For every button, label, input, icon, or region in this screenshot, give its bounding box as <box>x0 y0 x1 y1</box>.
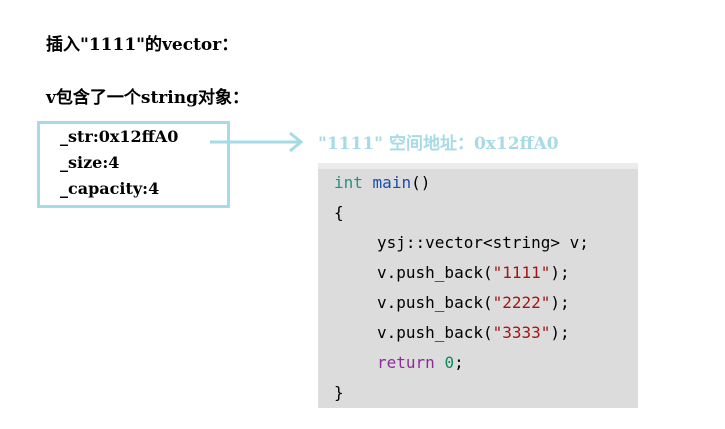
heading-contains-string: v包含了一个string对象： <box>46 88 249 108</box>
push-back-call: v.push_back( <box>377 263 493 282</box>
push-back-end: ); <box>550 323 570 342</box>
size-field: _size:4 <box>60 153 120 172</box>
code-line-push-3: v.push_back("3333"); <box>334 321 570 345</box>
string-literal-3333: "3333" <box>492 323 551 342</box>
code-block: int main() { ysj::vector<string> v; v.pu… <box>318 163 638 408</box>
code-line-return: return 0; <box>334 351 464 375</box>
vector-declaration: ysj::vector<string> v; <box>377 233 589 252</box>
arrow-head <box>289 131 304 153</box>
return-semicolon: ; <box>454 353 464 372</box>
capacity-field: _capacity:4 <box>60 179 160 198</box>
push-back-call: v.push_back( <box>377 323 493 342</box>
code-block-top-strip <box>318 163 638 169</box>
return-keyword: return <box>377 353 435 372</box>
push-back-end: ); <box>550 263 570 282</box>
address-label: "1111" 空间地址：0x12ffA0 <box>318 134 559 154</box>
code-line-open-brace: { <box>334 201 344 225</box>
code-line-close-brace: } <box>334 381 344 405</box>
return-value: 0 <box>444 353 455 372</box>
string-literal-1111: "1111" <box>492 263 551 282</box>
main-parens: () <box>411 173 431 192</box>
code-line-main: int main() <box>334 171 430 195</box>
string-literal-2222: "2222" <box>492 293 551 312</box>
str-pointer-field: _str:0x12ffA0 <box>60 127 179 146</box>
push-back-call: v.push_back( <box>377 293 493 312</box>
push-back-end: ); <box>550 293 570 312</box>
string-object-box: _str:0x12ffA0 _size:4 _capacity:4 <box>37 121 230 208</box>
main-function: main <box>372 173 412 192</box>
code-line-declaration: ysj::vector<string> v; <box>334 231 589 255</box>
open-brace: { <box>334 203 344 222</box>
close-brace: } <box>334 383 344 402</box>
int-keyword: int <box>334 173 363 192</box>
heading-insert-vector: 插入"1111"的vector： <box>46 35 239 55</box>
code-line-push-1: v.push_back("1111"); <box>334 261 570 285</box>
code-line-push-2: v.push_back("2222"); <box>334 291 570 315</box>
